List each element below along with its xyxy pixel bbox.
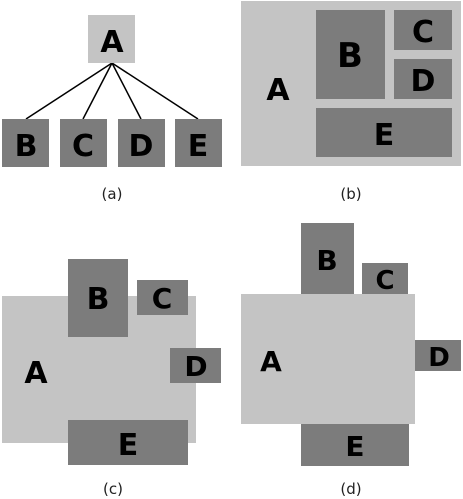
box-d-label: D: [184, 350, 207, 383]
box-a: [241, 294, 415, 424]
edge-a-d: [111, 62, 142, 120]
box-e: [68, 420, 188, 465]
region-c-label: C: [412, 15, 434, 50]
region-e-label: E: [374, 118, 395, 153]
box-e-label: E: [345, 430, 364, 463]
node-a: [88, 15, 135, 63]
box-c: [137, 280, 188, 315]
region-d: [394, 59, 452, 99]
node-a-label: A: [100, 25, 124, 60]
region-c: [394, 10, 452, 50]
node-b-label: B: [15, 129, 38, 164]
node-c-label: C: [72, 129, 94, 164]
edge-a-b: [25, 62, 113, 120]
region-b: [316, 10, 385, 99]
box-b-label: B: [87, 282, 110, 317]
region-e: [316, 108, 452, 157]
box-d: [415, 340, 461, 371]
caption-d: (d): [340, 480, 361, 498]
node-e: [175, 119, 222, 167]
region-b-label: B: [337, 36, 363, 76]
box-b-label: B: [316, 244, 337, 277]
box-c: [362, 263, 408, 294]
node-d: [118, 119, 165, 167]
caption-c: (c): [103, 480, 123, 498]
region-d-label: D: [411, 64, 436, 99]
caption-b: (b): [340, 185, 361, 203]
panel-d-adjacent: A B C D E (d): [241, 223, 461, 498]
panel-c-overlap: A B C D E (c): [2, 259, 221, 498]
box-a-label: A: [24, 356, 48, 391]
box-c-label: C: [375, 266, 394, 296]
box-d: [170, 348, 221, 383]
node-b: [2, 119, 49, 167]
box-a-label: A: [260, 345, 282, 378]
box-e: [301, 424, 409, 466]
box-e-label: E: [118, 428, 139, 463]
region-a-label: A: [266, 73, 290, 108]
caption-a: (a): [102, 185, 123, 203]
box-b: [68, 259, 128, 337]
node-c: [60, 119, 107, 167]
panel-b-treemap: A B C D E (b): [241, 1, 461, 203]
node-d-label: D: [129, 129, 154, 164]
box-b: [301, 223, 354, 294]
edge-a-e: [111, 62, 199, 120]
box-c-label: C: [152, 282, 173, 315]
node-e-label: E: [188, 129, 209, 164]
edge-a-c: [82, 62, 113, 120]
box-d-label: D: [428, 343, 450, 373]
panel-a-tree: A B C D E (a): [2, 15, 222, 203]
